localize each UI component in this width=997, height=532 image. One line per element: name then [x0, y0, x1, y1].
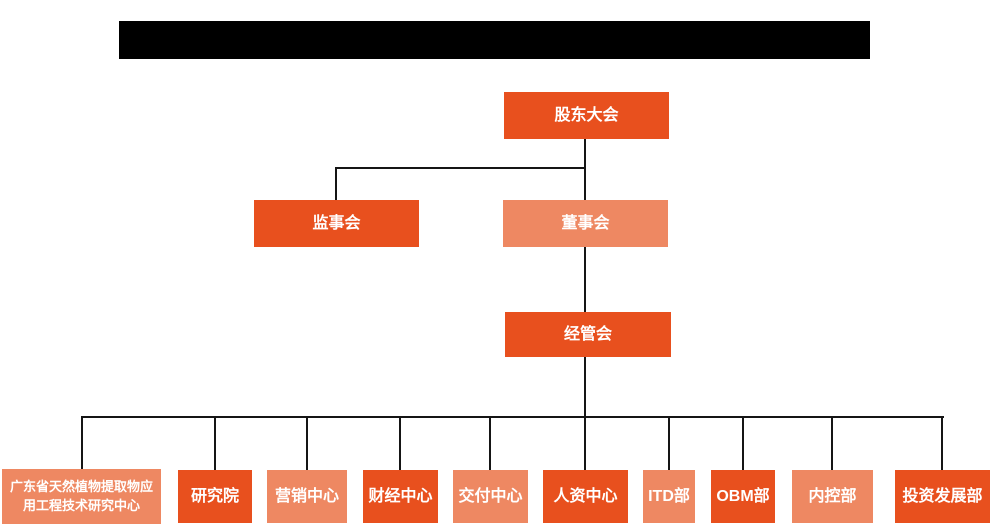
org-node-dept-hr-center: 人资中心	[543, 470, 628, 523]
connector-dept-stub-2	[214, 416, 216, 471]
connector-dept-stub-5	[489, 416, 491, 471]
org-node-dept-research-center: 广东省天然植物提取物应用工程技术研究中心	[2, 469, 161, 524]
connector-dept-stub-8	[742, 416, 744, 471]
connector-dept-stub-10	[941, 416, 943, 471]
org-node-dept-obm: OBM部	[711, 470, 775, 523]
connector-dept-stub-6	[584, 416, 586, 471]
org-node-supervisory-board: 监事会	[254, 200, 419, 247]
connector-shareholders-down	[584, 139, 586, 202]
org-node-dept-marketing-center: 营销中心	[267, 470, 347, 523]
org-node-management-committee: 经管会	[505, 312, 671, 357]
connector-dept-stub-1	[81, 416, 83, 471]
org-node-dept-investment-development: 投资发展部	[895, 470, 990, 523]
connector-dept-stub-4	[399, 416, 401, 471]
org-node-dept-research-institute: 研究院	[178, 470, 252, 523]
org-node-shareholders-meeting: 股东大会	[504, 92, 669, 139]
redacted-title-bar	[119, 21, 870, 59]
org-node-board-of-directors: 董事会	[503, 200, 668, 247]
connector-management-down	[584, 357, 586, 418]
connector-supervisory-stub	[335, 167, 337, 202]
org-node-dept-delivery-center: 交付中心	[453, 470, 528, 523]
connector-departments-horizontal	[81, 416, 944, 418]
connector-board-to-management	[584, 247, 586, 313]
org-node-dept-itd: ITD部	[643, 470, 695, 523]
org-node-dept-internal-control: 内控部	[792, 470, 873, 523]
org-node-dept-finance-center: 财经中心	[363, 470, 438, 523]
connector-dept-stub-9	[831, 416, 833, 471]
connector-level2-horizontal	[335, 167, 586, 169]
connector-dept-stub-3	[306, 416, 308, 471]
connector-dept-stub-7	[668, 416, 670, 471]
